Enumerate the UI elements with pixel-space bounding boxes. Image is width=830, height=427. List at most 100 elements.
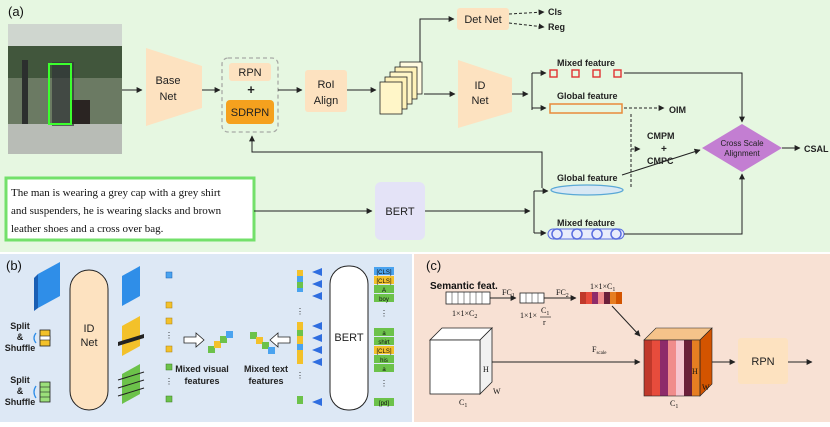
scale-vector — [580, 292, 622, 304]
split-icon-1 — [33, 329, 51, 347]
split-icon-2 — [33, 381, 51, 403]
token-list: [CLS] [CLS] A boy ⋮ a shirt [CLS] his a … — [374, 267, 394, 407]
pedestrian-photo — [8, 24, 122, 154]
bert-label: BERT — [385, 206, 414, 218]
svg-text:⋮: ⋮ — [165, 377, 173, 386]
cmpm-label: CMPM — [647, 131, 675, 141]
mixed-feature-top-squares — [549, 69, 622, 78]
roi-align-label-1: RoI — [317, 79, 334, 91]
panel-b-id-net — [69, 269, 109, 411]
panel-c-rpn-label: RPN — [751, 356, 774, 368]
dim1-label: 1×1×C2 — [452, 309, 477, 320]
token-arrows — [312, 268, 322, 406]
cross-scale-alignment-diamond — [702, 124, 782, 172]
sdrpn-label: SDRPN — [231, 107, 270, 119]
mixed-text-label-1: Mixed text — [244, 364, 288, 374]
global-feature-top-label: Global feature — [557, 91, 618, 101]
text-description-line-3: leather shoes and a cross over bag. — [11, 223, 164, 235]
scaled-feature-cube — [643, 327, 713, 397]
panel-b-label: (b) — [6, 258, 22, 273]
mixed-feature-bottom-circles — [547, 228, 625, 240]
mixed-text-cubes — [250, 332, 275, 354]
id-net-label-2: Net — [471, 95, 488, 107]
split-shuffle-2-b: & — [17, 386, 24, 396]
base-net-block — [146, 48, 202, 126]
f-scale-label: Fscale — [592, 345, 607, 356]
mixed-feature-top-label: Mixed feature — [557, 58, 615, 68]
oim-label: OIM — [669, 105, 686, 115]
reduced-vector — [519, 292, 545, 304]
hollow-arrow-text — [269, 332, 291, 348]
rpn-label: RPN — [238, 67, 261, 79]
panel-b-id-net-label-1: ID — [84, 323, 95, 335]
token-6: [CLS] — [376, 349, 391, 355]
semantic-feat-label: Semantic feat. — [430, 281, 498, 292]
cube2-c-label: C1 — [670, 399, 678, 410]
svg-text:⋮: ⋮ — [380, 309, 388, 318]
id-net-out-blue — [122, 266, 140, 306]
svg-text:⋮: ⋮ — [296, 307, 304, 316]
panel-b-bert-label: BERT — [334, 332, 363, 344]
sdrpn-block — [226, 100, 274, 124]
panel-a-label: (a) — [8, 4, 24, 19]
panel-b-id-net-label-2: Net — [80, 337, 97, 349]
token-7: his — [380, 358, 388, 364]
split-shuffle-2-c: Shuffle — [5, 397, 36, 407]
bert-block — [375, 182, 425, 240]
id-net-out-yellow — [122, 316, 140, 356]
cls-output-label: Cls — [548, 7, 562, 17]
detection-box — [48, 63, 72, 125]
cube1-h-label: H — [483, 365, 489, 374]
cmpc-label: CMPC — [647, 156, 674, 166]
global-feature-top-bar — [549, 103, 623, 114]
id-net-label-1: ID — [475, 80, 486, 92]
id-net-block — [458, 60, 512, 128]
cube2-h-label: H — [692, 367, 698, 376]
csal-label: CSAL — [804, 144, 829, 154]
split-shuffle-1-a: Split — [10, 321, 30, 331]
cube1-w-label: W — [493, 387, 501, 396]
text-cube-column: ⋮ ⋮ — [296, 270, 304, 404]
text-description-line-1: The man is wearing a grey cap with a gre… — [11, 187, 221, 199]
reg-output-label: Reg — [548, 22, 565, 32]
panel-b-bert — [329, 265, 369, 411]
svg-text:⋮: ⋮ — [165, 331, 173, 340]
mixed-visual-label-1: Mixed visual — [175, 364, 229, 374]
base-net-label-2: Net — [159, 91, 176, 103]
token-3: boy — [379, 297, 389, 303]
id-net-out-green — [117, 364, 145, 404]
semantic-vector — [445, 291, 491, 305]
token-1: [CLS] — [376, 279, 391, 285]
fc2-label: FC2 — [556, 288, 569, 299]
rpn-group-frame — [221, 57, 279, 133]
token-5: shirt — [378, 340, 390, 346]
global-feature-bottom-ellipse — [550, 184, 624, 196]
dim3-label: 1×1×C1 — [590, 282, 615, 293]
roi-align-label-2: Align — [314, 95, 338, 107]
mixed-feature-bottom-label: Mixed feature — [557, 218, 615, 228]
token-8: a — [382, 367, 386, 373]
svg-text:⋮: ⋮ — [296, 371, 304, 380]
mixed-text-label-2: features — [248, 376, 283, 386]
cross-scale-label-2: Alignment — [724, 149, 760, 158]
rpn-block — [229, 63, 271, 81]
roi-align-block — [305, 70, 347, 112]
dim2-numerator: C1 — [541, 306, 549, 317]
panel-c-label: (c) — [426, 258, 441, 273]
cmpm-plus-label: + — [661, 144, 667, 155]
token-0: [CLS] — [376, 270, 391, 276]
base-net-label-1: Base — [155, 75, 180, 87]
svg-text:⋮: ⋮ — [380, 379, 388, 388]
token-2: A — [382, 288, 386, 294]
cube1-c-label: C1 — [459, 398, 467, 409]
visual-cube-column: ⋮ ⋮ — [165, 271, 173, 403]
hollow-arrow-visual — [183, 332, 205, 348]
split-shuffle-2-a: Split — [10, 375, 30, 385]
input-feature-cube — [429, 327, 493, 395]
global-feature-bottom-label: Global feature — [557, 173, 618, 183]
roi-feature-stack — [379, 61, 423, 115]
rpn-plus: + — [247, 82, 255, 97]
token-4: a — [382, 331, 386, 337]
